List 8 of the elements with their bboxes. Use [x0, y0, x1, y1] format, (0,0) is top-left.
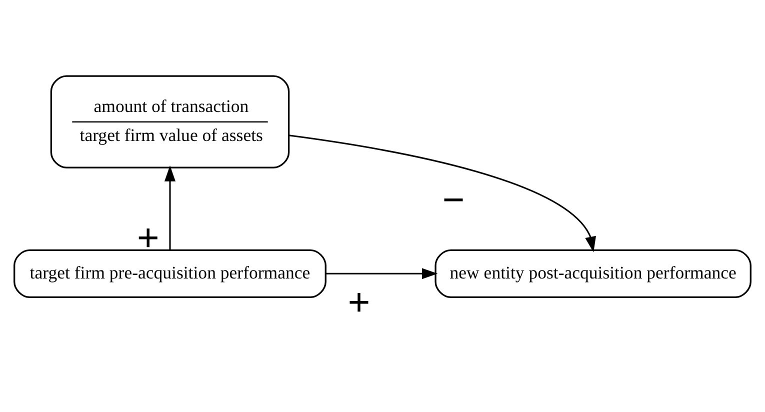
node-box: new entity post-acquisition performance [434, 249, 752, 298]
node-box: amount of transaction target firm value of assets [50, 75, 290, 168]
arrow [164, 166, 176, 250]
arrow [326, 268, 438, 280]
edge-label: − [442, 180, 465, 222]
node-box: target firm pre-acquisition performance [14, 249, 326, 298]
edge-label: + [348, 282, 370, 324]
arrow [288, 134, 596, 252]
